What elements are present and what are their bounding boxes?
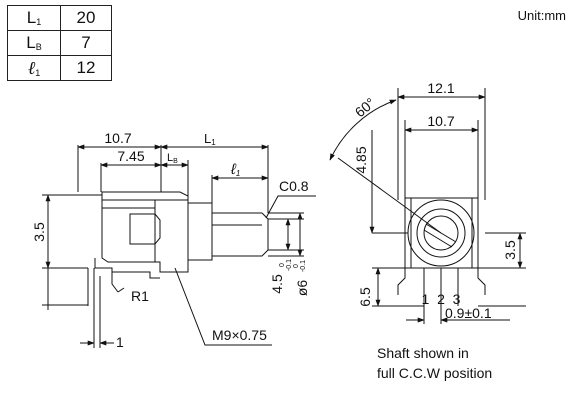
side-view [42,144,316,348]
spec-value-l1: 20 [60,5,112,31]
spec-value-ell1: 12 [60,55,112,81]
label-dim-745: 7.45 [117,148,144,164]
leader-chamfer [265,195,316,219]
side-bracket [94,258,160,279]
caption-line-1: Shaft shown in [377,345,469,361]
spec-value-lb: 7 [60,30,112,56]
front-bushing-inner [416,208,466,258]
label-radius: R1 [131,288,149,304]
label-tol-d6: -0.1 [300,260,307,272]
spec-symbol-ell1-main: ℓ [27,57,36,78]
label-lb-sub: B [173,158,178,165]
spec-row-ell1: ℓ1 12 [7,55,112,81]
label-angle: 60° [352,94,379,120]
leader-r1 [117,287,125,293]
label-dim-body: 10.7 [104,130,131,146]
label-pitch: 0.9±0.1 [445,305,492,321]
side-shaft [212,212,269,257]
label-ell1-sub: 1 [236,169,240,178]
label-dim-d6: ø6 [294,280,310,297]
front-shaft [423,215,459,251]
spec-symbol-ell1: ℓ1 [7,55,61,81]
spec-symbol-ell1-sub: 1 [35,67,41,78]
unit-label: Unit:mm [517,8,566,23]
front-shaft-slot-b [423,229,453,248]
label-pin-width: 1 [116,334,124,350]
label-l1-main: L [204,131,211,146]
front-view [329,88,526,324]
label-lb: LB [167,152,178,165]
label-dim-35-right: 3.5 [502,240,518,260]
side-body-outline [101,191,189,273]
label-l1: L1 [204,131,216,147]
spec-row-l1: L1 20 [7,5,112,31]
spec-symbol-lb-main: L [26,33,36,52]
label-ell1: ℓ1 [230,161,240,178]
side-bushing [188,202,213,261]
label-tol-d6-zero: 0 [293,264,300,268]
label-thread: M9×0.75 [212,327,267,343]
spec-symbol-l1-main: L [26,8,37,27]
front-leg-right [477,268,486,295]
spec-table: L1 20 LB 7 ℓ1 12 [7,5,112,81]
spec-symbol-lb-sub: B [35,42,42,52]
label-chamfer: C0.8 [279,178,309,194]
label-height-35: 3.5 [31,222,47,242]
front-leg-left [397,268,406,295]
label-dim-45: 4.5 [269,274,285,294]
label-tol-45-zero: 0 [279,263,286,267]
spec-symbol-lb: LB [7,30,61,56]
leader-thread [174,267,272,346]
label-lb-main: L [167,152,173,164]
label-l1-sub: 1 [211,138,216,147]
label-ell1-main: ℓ [230,161,237,178]
side-hook [111,272,119,293]
caption-line-2: full C.C.W position [377,365,493,381]
label-pin-numbers: 1 2 3 [422,291,461,307]
label-dim-65: 6.5 [357,287,373,307]
spec-symbol-l1-sub: 1 [36,17,42,27]
side-view-labels: 10.7 7.45 L1 LB ℓ1 C0.8 3.5 4.5 0 -0.1 ø… [31,130,310,350]
spec-row-lb: LB 7 [7,30,112,56]
label-width-inner: 10.7 [427,113,454,129]
label-dim-485: 4.85 [353,146,369,173]
label-width-outer: 12.1 [427,80,454,96]
dim-arc-60 [329,99,397,161]
caption: Shaft shown in full C.C.W position [377,343,492,383]
angle-ref-line [337,157,442,234]
label-tol-45: -0.1 [286,259,293,271]
